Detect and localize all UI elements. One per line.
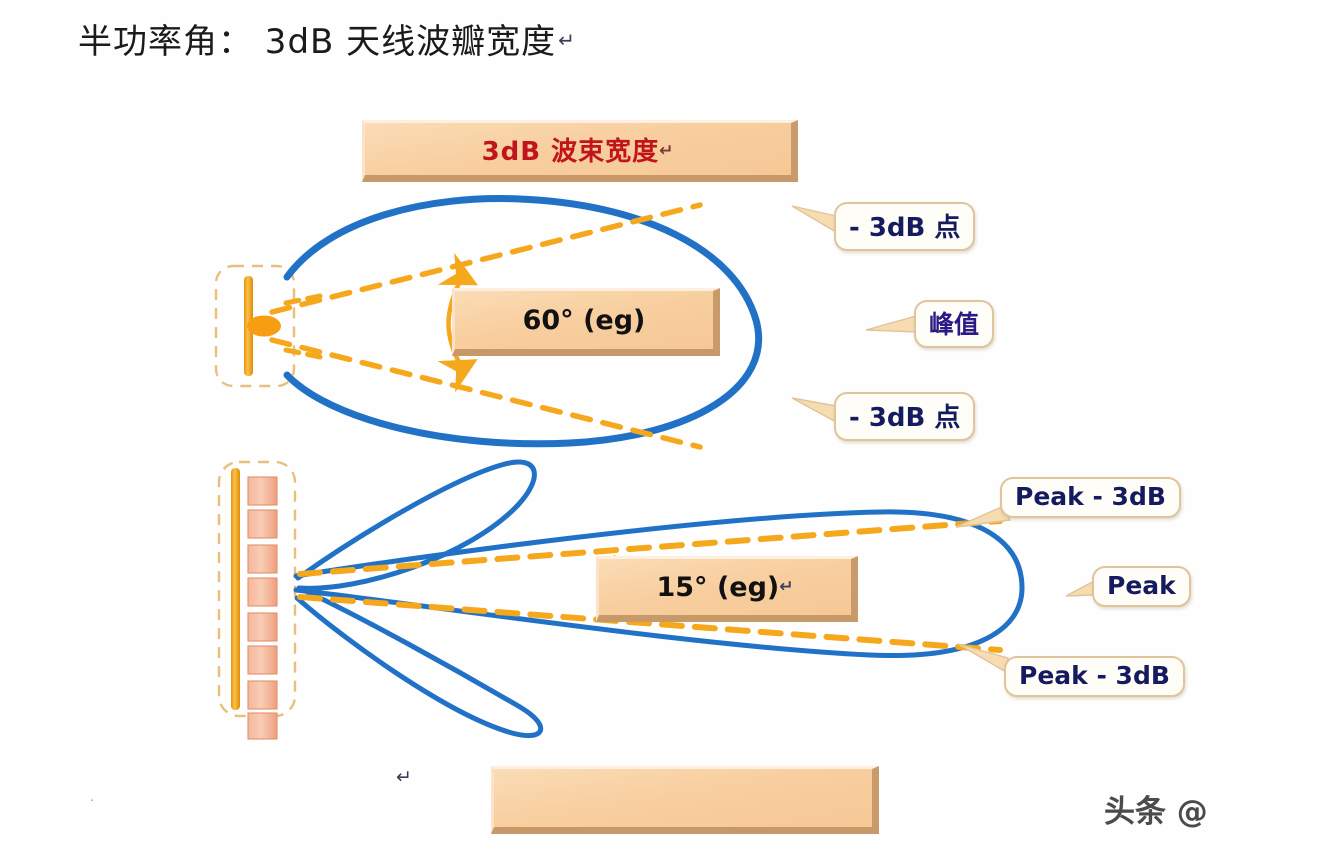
callout-minus-3db-point-top: - 3dB 点 [834, 202, 976, 251]
top-lower-3db-line [269, 337, 703, 450]
antenna-housing-outline [214, 264, 296, 388]
callout-peak-minus-3db-bottom: Peak - 3dB [1004, 656, 1185, 697]
page-title-text: 半功率角： 3dB 天线波瓣宽度 [78, 22, 557, 62]
array-element [247, 612, 278, 642]
watermark: 头条 @ [1104, 794, 1208, 830]
callout-tail-top-3db [791, 205, 837, 234]
callout-peak-chinese: 峰值 [914, 300, 995, 348]
beamwidth-title-label: 3dB 波束宽度↵ [481, 136, 675, 167]
array-element [247, 645, 278, 675]
array-element [247, 476, 278, 506]
angle-60-box: 60° (eg) [452, 288, 720, 356]
callout-tail-peak3db-bot [957, 643, 1009, 674]
callout-peak: Peak [1092, 566, 1191, 607]
callout-label: Peak [1107, 571, 1176, 600]
top-feed-stub-lower [283, 347, 323, 360]
top-feed-stub-upper [283, 293, 323, 306]
antenna-mast-bar [244, 276, 253, 376]
array-element [247, 712, 278, 740]
bottom-upper-sidelobe-curve [295, 459, 537, 591]
antenna-radiator-element [247, 315, 281, 337]
footer-empty-box [491, 766, 879, 834]
callout-tail-peak [865, 315, 917, 333]
callout-label: - 3dB 点 [849, 403, 961, 433]
callout-peak-minus-3db-top: Peak - 3dB [1000, 477, 1181, 518]
callout-label: 峰值 [929, 310, 980, 339]
callout-minus-3db-point-bottom: - 3dB 点 [834, 392, 976, 441]
beamwidth-title-box: 3dB 波束宽度↵ [362, 120, 798, 182]
pilcrow-mark-footer: ↵ [396, 766, 412, 788]
pilcrow-mark: ↵ [779, 576, 794, 597]
array-element [247, 509, 278, 539]
array-element-group [247, 476, 278, 740]
array-element [247, 544, 278, 574]
callout-label: Peak - 3dB [1015, 482, 1166, 511]
bottom-antenna-array-assembly [217, 460, 297, 740]
pilcrow-mark-corner: . [90, 790, 94, 804]
page-title: 半功率角： 3dB 天线波瓣宽度↵ [78, 14, 576, 63]
array-element [247, 577, 278, 607]
callout-label: - 3dB 点 [849, 213, 961, 243]
pilcrow-mark: ↵ [558, 28, 576, 52]
array-mast-bar [231, 468, 240, 710]
bottom-lower-sidelobe-curve [294, 585, 544, 739]
angle-15-label: 15° (eg)↵ [656, 571, 794, 603]
top-antenna-assembly [214, 264, 296, 388]
angle-60-label: 60° (eg) [522, 304, 646, 336]
array-element [247, 680, 278, 710]
angle-15-box: 15° (eg)↵ [596, 556, 858, 622]
callout-label: Peak - 3dB [1019, 661, 1170, 690]
pilcrow-mark: ↵ [659, 140, 675, 161]
array-housing-outline [217, 460, 297, 718]
callout-tail-bottom-3db [791, 397, 837, 424]
